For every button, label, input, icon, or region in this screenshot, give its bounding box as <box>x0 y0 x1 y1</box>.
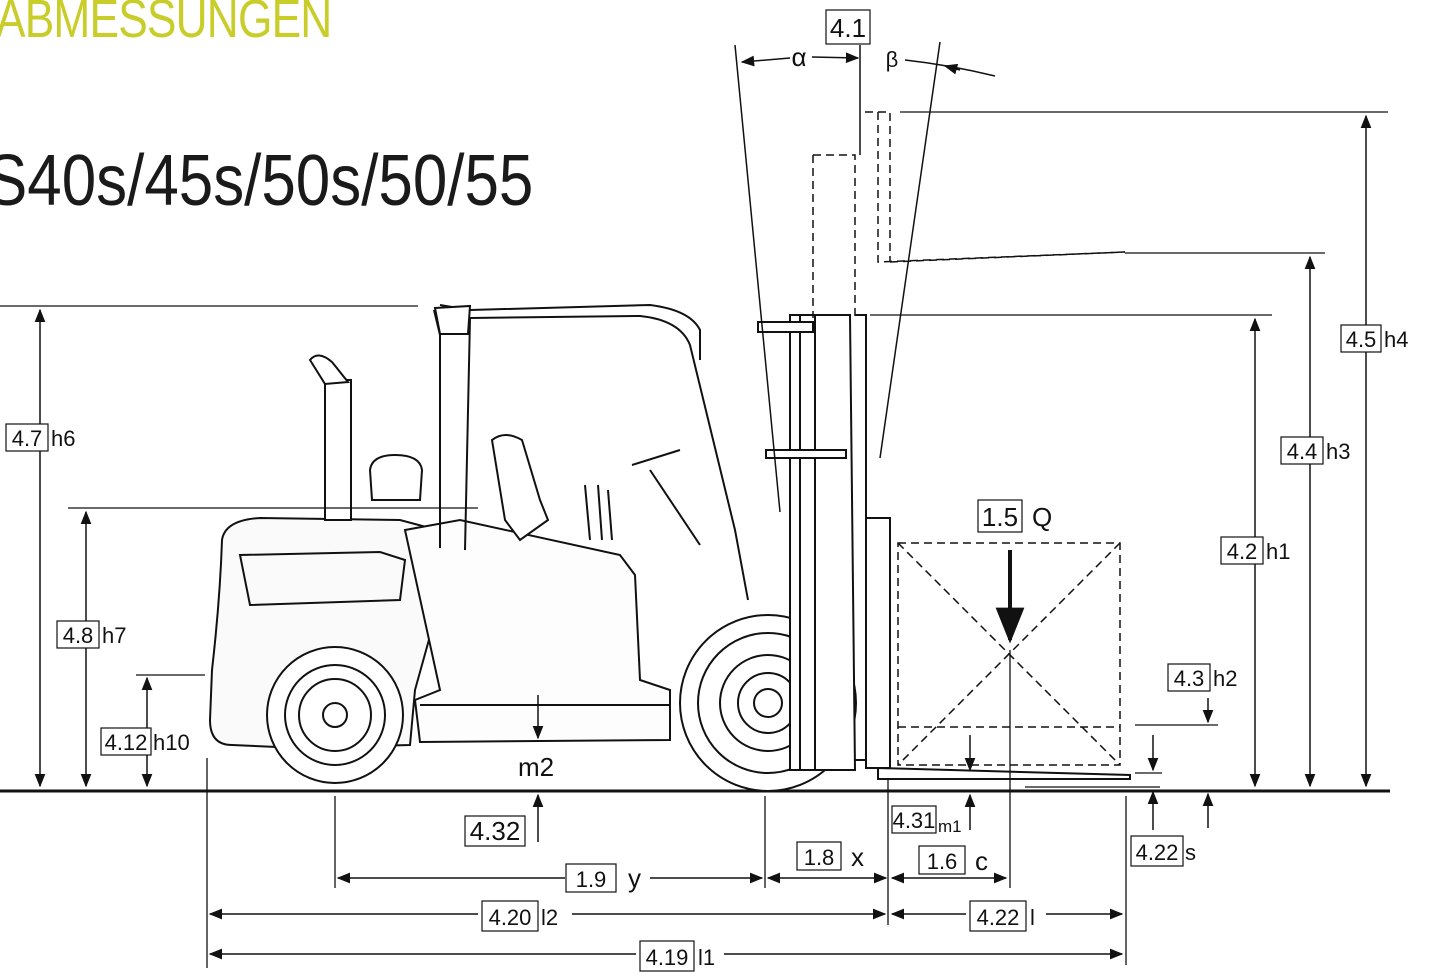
dim-symbol-x: x <box>851 842 864 872</box>
dim-ref-1-6: 1.6 <box>927 849 958 874</box>
dim-ref-1-9: 1.9 <box>576 867 607 892</box>
driver-seat <box>490 434 550 542</box>
dim-ref-4-1: 4.1 <box>830 13 866 43</box>
dim-symbol-l2: l2 <box>541 905 558 930</box>
dim-symbol-h10: h10 <box>153 730 190 755</box>
dim-symbol-c: c <box>975 846 988 876</box>
dim-ref-4-3: 4.3 <box>1174 666 1205 691</box>
dim-ref-4-7: 4.7 <box>12 426 43 451</box>
dim-ref-4-5: 4.5 <box>1346 327 1377 352</box>
dim-ref-4-19: 4.19 <box>646 945 689 970</box>
dim-symbol-h3: h3 <box>1326 439 1350 464</box>
dim-ref-4-22-l: 4.22 <box>977 905 1020 930</box>
load-box <box>897 542 1121 766</box>
steering-wheel <box>631 449 701 546</box>
exhaust-pipe <box>324 379 352 521</box>
chassis <box>403 518 671 744</box>
dim-ref-1-5: 1.5 <box>982 502 1018 532</box>
dimension-arrows <box>34 52 1372 960</box>
air-intake <box>368 453 424 501</box>
dim-symbol-h1: h1 <box>1266 539 1290 564</box>
extension-lines <box>0 111 1388 968</box>
dim-ref-4-31: 4.31 <box>893 808 936 833</box>
mast <box>789 314 857 771</box>
exhaust-cap <box>308 354 350 386</box>
dim-symbol-Q: Q <box>1032 502 1052 532</box>
model-series-title: S40s/45s/50s/50/55 <box>0 141 534 221</box>
dim-symbol-m1: m1 <box>938 817 962 836</box>
forks <box>877 766 1131 780</box>
dim-symbol-l: l <box>1030 905 1035 930</box>
dim-ref-4-2: 4.2 <box>1227 539 1258 564</box>
dim-symbol-h7: h7 <box>102 623 126 648</box>
dim-symbol-y: y <box>628 863 641 893</box>
dim-ref-4-22-s: 4.22 <box>1136 840 1179 865</box>
tilt-lines <box>734 41 941 513</box>
rear-wheel <box>266 646 404 784</box>
dim-symbol-alpha: α <box>791 42 806 72</box>
control-levers <box>584 484 613 541</box>
dim-symbol-beta: β <box>886 47 899 72</box>
dim-ref-4-12: 4.12 <box>105 730 148 755</box>
dim-symbol-s: s <box>1185 840 1196 865</box>
fork-carriage <box>865 517 891 769</box>
dim-symbol-h4: h4 <box>1384 327 1408 352</box>
dim-ref-4-20: 4.20 <box>489 905 532 930</box>
dim-ref-4-8: 4.8 <box>63 623 94 648</box>
dim-symbol-l1: l1 <box>698 945 715 970</box>
dim-symbol-h2: h2 <box>1213 666 1237 691</box>
body-panel <box>238 550 407 607</box>
extended-mast-outline <box>812 111 1126 318</box>
section-title: ABMESSUNGEN <box>0 0 332 49</box>
dim-ref-1-8: 1.8 <box>804 845 835 870</box>
dim-ref-4-32: 4.32 <box>470 816 521 846</box>
dim-symbol-m2: m2 <box>518 752 554 782</box>
dim-ref-4-4: 4.4 <box>1287 439 1318 464</box>
dim-symbol-h6: h6 <box>51 426 75 451</box>
forklift-drawing <box>208 303 1131 792</box>
